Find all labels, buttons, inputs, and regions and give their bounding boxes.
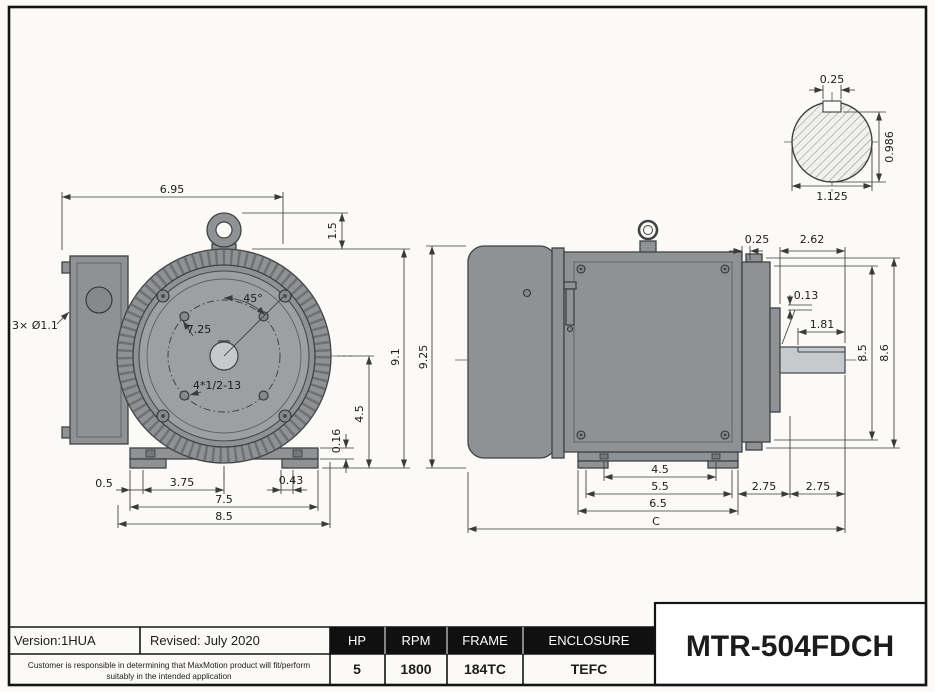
disclaimer-line2: suitably in the intended application [106,672,232,681]
dim-flange-pilot: 8.5 [774,265,878,441]
dim-front-bottom: 0.5 3.75 0.43 7.5 8.5 [95,462,331,528]
revised-label: Revised: July 2020 [150,633,260,648]
dim-conduit-holes: 3× Ø1.1 [12,311,70,332]
dim-label-top-width: 6.95 [160,183,185,196]
spec-value-hp: 5 [353,661,361,677]
dim-label-flange-od: 8.6 [878,344,891,362]
dim-label-slot-width: 0.43 [279,474,304,487]
dim-label-foot-to-center: 3.75 [170,476,195,489]
fan-cover [467,245,557,459]
spec-header-row [330,627,655,654]
dim-label-tapped-holes: 4*1/2-13 [193,379,241,392]
dim-label-shaft-flat-height: 0.986 [883,131,896,163]
shaft-section-detail: 0.25 0.986 1.125 [784,73,896,203]
side-view [455,219,868,469]
dim-label-side-foot-span: 5.5 [651,480,669,493]
shaft-side [779,346,846,374]
dim-label-keyway-width: 0.25 [820,73,845,86]
panel-screws [522,264,730,440]
eyebolt-side [637,219,659,241]
dim-label-front-overall-height: 9.1 [389,348,402,366]
disclaimer-line1: Customer is responsible in determining t… [28,661,310,670]
dim-label-shaft-height: 4.5 [353,405,366,423]
dim-label-eyebolt-height: 1.5 [326,222,339,240]
dim-label-shaft-length: 1.81 [810,318,835,331]
cooling-fins [117,249,331,463]
spec-header-enclosure: ENCLOSURE [549,633,630,648]
spec-value-enclosure: TEFC [571,661,608,677]
dim-side-overall-height: 9.25 [417,245,466,469]
dim-label-shaft-overhang: 2.62 [800,233,825,246]
dim-flange-od: 8.6 [766,257,900,449]
dim-front-top-width: 6.95 [61,183,284,250]
spec-value-frame: 184TC [464,661,506,677]
dim-label-conduit-holes: 3× Ø1.1 [12,319,58,332]
side-view-dimensions: 9.25 0.25 2.62 0.13 [417,233,900,533]
dim-face-offset: 0.25 [729,233,769,260]
part-number: MTR-504FDCH [686,630,894,663]
keyway-slot [822,100,842,113]
body-panel [573,261,733,443]
dim-keyway-depth: 0.13 [781,289,819,345]
dim-bolt-circle: 7.25 [182,320,212,337]
dim-foot-plate: 0.16 [320,429,354,473]
border-frame [7,5,928,687]
spec-value-rpm: 1800 [400,661,431,677]
dim-shaft-length: 1.81 [797,318,845,345]
dim-shaft-height: 4.5 [338,355,374,468]
dim-shaft-overhang: 2.62 [779,233,846,343]
motor-body-side [563,251,743,453]
dim-label-base-length: 6.5 [649,497,667,510]
dim-front-overall-height: 9.1 [322,249,410,469]
shaft-cross-section [791,101,873,183]
dim-label-base-width: 8.5 [215,510,233,523]
dim-label-foot-offset: 0.5 [95,477,113,490]
dim-label-face-to-foot: 2.75 [752,480,777,493]
spec-header-hp: HP [348,633,366,648]
part-number-box [653,601,928,687]
dim-label-foot-plate: 0.16 [330,429,343,454]
dim-label-side-height: 9.25 [417,345,430,370]
dim-front-eyebolt: 1.5 [242,212,410,250]
foot-slot-left [145,449,156,458]
foot-slot-right [292,449,303,458]
dim-keyway-width: 0.25 [809,73,855,99]
dim-label-face-offset: 0.25 [745,233,770,246]
bracket-detail [563,281,577,333]
dim-label-overall-length: C [652,515,660,528]
dim-label-bolt-angle: 45° [243,292,263,305]
dim-shaft-diameter: 1.125 [791,148,873,203]
dim-label-foot-to-end: 2.75 [806,480,831,493]
conduit-box [61,255,129,445]
dim-shaft-flat-height: 0.986 [836,111,896,183]
c-face-flange [741,253,781,451]
version-label: Version:1HUA [14,633,96,648]
dim-label-foot-span: 7.5 [215,493,233,506]
title-block: Version:1HUA Revised: July 2020 Customer… [9,601,928,687]
dim-label-shaft-diameter: 1.125 [816,190,848,203]
dim-bolt-angle: 45° [223,292,284,357]
dim-label-flange-pilot: 8.5 [856,344,869,362]
dim-label-foot-hole-span: 4.5 [651,463,669,476]
eyebolt-base-side [639,240,657,254]
fan-cover-band [551,247,565,459]
eyebolt-front [206,212,242,248]
front-view-dimensions: 6.95 1.5 3× Ø1.1 45° 7.25 4*1/2-13 [12,183,410,528]
dim-side-bottom: 4.5 5.5 6.5 2.75 2.75 C [467,375,846,533]
dim-tapped-holes: 4*1/2-13 [189,379,241,396]
spec-header-frame: FRAME [462,633,508,648]
face-bolts [156,289,292,423]
dim-label-keyway-depth: 0.13 [794,289,819,302]
spec-header-rpm: RPM [402,633,431,648]
dim-label-bolt-circle: 7.25 [187,323,212,336]
